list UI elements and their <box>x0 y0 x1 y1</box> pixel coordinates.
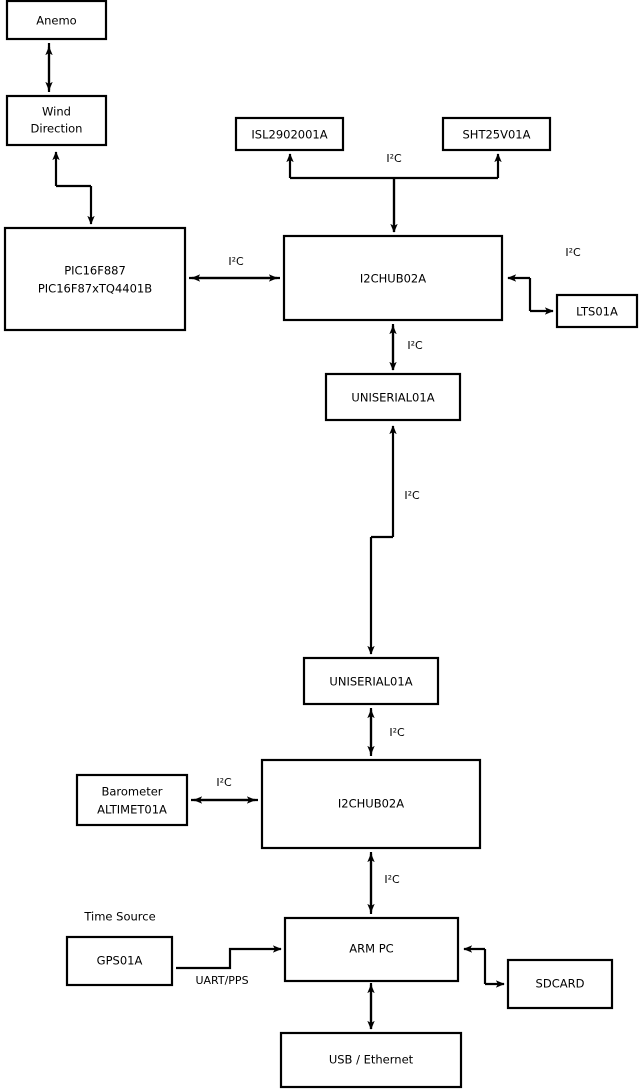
edge-hub-bot-armpc: I²C <box>367 852 400 914</box>
node-label-sht25v01a: SHT25V01A <box>463 128 531 142</box>
node-pic-mcu[interactable]: PIC16F887 PIC16F87xTQ4401B <box>3 226 187 332</box>
node-label-pic-line2: PIC16F87xTQ4401B <box>38 282 152 296</box>
node-label-pic-line1: PIC16F887 <box>64 264 126 278</box>
node-barometer-altimet01a[interactable]: Barometer ALTIMET01A <box>75 773 189 827</box>
edge-hub-sensors: I²C <box>286 152 502 233</box>
node-i2chub02a-top[interactable]: I2CHUB02A <box>282 234 504 322</box>
edge-label-hub-bot-armpc: I²C <box>384 873 400 886</box>
node-label-wind-line1: Wind <box>42 105 71 119</box>
node-gps01a[interactable]: GPS01A <box>65 935 174 987</box>
edge-wind-pic <box>52 151 95 225</box>
node-label-uniserial01a-lower: UNISERIAL01A <box>329 675 412 689</box>
node-i2chub02a-bottom[interactable]: I2CHUB02A <box>260 758 482 850</box>
node-lts01a[interactable]: LTS01A <box>555 293 639 329</box>
edge-label-hub-sensors: I²C <box>386 152 402 165</box>
edge-label-pic-hub: I²C <box>228 255 244 268</box>
node-label-sdcard: SDCARD <box>536 977 585 991</box>
node-uniserial01a-lower[interactable]: UNISERIAL01A <box>302 656 440 706</box>
node-arm-pc[interactable]: ARM PC <box>283 916 460 983</box>
node-label-anemo: Anemo <box>36 14 76 28</box>
edge-barometer-hub: I²C <box>191 776 258 804</box>
node-label-gps01a: GPS01A <box>97 954 143 968</box>
node-label-isl2902001a: ISL2902001A <box>251 128 327 142</box>
node-label-i2chub02a-bottom: I2CHUB02A <box>338 797 404 811</box>
node-sdcard[interactable]: SDCARD <box>506 958 614 1010</box>
edge-label-uniserial-lo-hub: I²C <box>389 726 405 739</box>
node-label-arm-pc: ARM PC <box>349 942 393 956</box>
node-uniserial01a-upper[interactable]: UNISERIAL01A <box>324 372 462 422</box>
node-label-wind-line2: Direction <box>31 122 83 136</box>
node-anemo[interactable]: Anemo <box>5 0 108 41</box>
edge-label-hub-uniserial-up: I²C <box>407 339 423 352</box>
node-label-lts01a: LTS01A <box>576 305 618 319</box>
edge-label-gps-armpc: UART/PPS <box>195 974 248 987</box>
edge-hub-lts: I²C <box>507 246 581 315</box>
edge-pic-hub: I²C <box>189 255 280 282</box>
node-label-barometer-line1: Barometer <box>101 785 162 799</box>
edge-hub-uniserial-up: I²C <box>389 324 423 371</box>
label-time-source: Time Source <box>83 910 155 924</box>
edge-armpc-sdcard <box>463 945 505 988</box>
edge-label-uniserial-link: I²C <box>404 489 420 502</box>
node-label-uniserial01a-upper: UNISERIAL01A <box>351 391 434 405</box>
node-label-usb-ethernet: USB / Ethernet <box>329 1053 414 1067</box>
node-label-barometer-line2: ALTIMET01A <box>97 803 167 817</box>
node-isl2902001a[interactable]: ISL2902001A <box>234 116 345 152</box>
node-usb-ethernet[interactable]: USB / Ethernet <box>279 1031 463 1089</box>
edge-label-barometer-hub: I²C <box>216 776 232 789</box>
edge-uniserial-lo-hub: I²C <box>367 708 405 756</box>
node-label-i2chub02a-top: I2CHUB02A <box>360 272 426 286</box>
edge-label-hub-lts: I²C <box>565 246 581 259</box>
node-sht25v01a[interactable]: SHT25V01A <box>441 116 552 152</box>
edge-gps-armpc: UART/PPS <box>176 945 282 987</box>
edge-uniserial-link: I²C <box>367 425 420 655</box>
node-wind-direction[interactable]: Wind Direction <box>5 94 108 147</box>
